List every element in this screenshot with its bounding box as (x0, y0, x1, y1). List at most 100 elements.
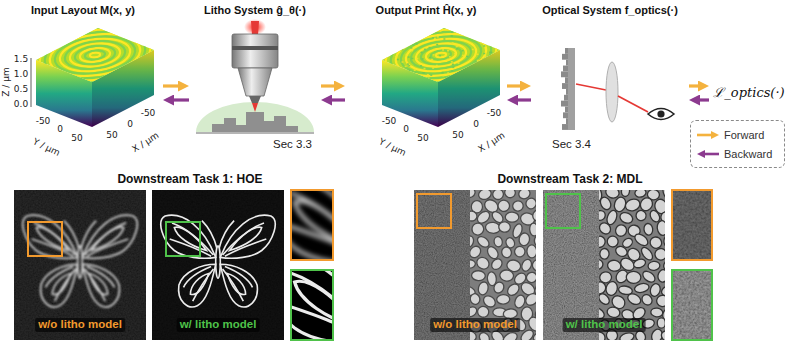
surface-plot-part-part (427, 31, 429, 33)
surface-plot-part-part (496, 31, 498, 33)
surface-plot-part-part (475, 62, 477, 64)
hoe-results-part (23, 215, 137, 307)
pebbles-part (656, 220, 665, 236)
surface-plot-part-part (449, 56, 451, 58)
surface-plot-part-part (489, 25, 491, 27)
surface-plot-part-part (398, 80, 400, 82)
surface-plot-part-part (464, 28, 466, 30)
axis-label: -50 (382, 117, 397, 127)
image-caption: w/ litho model (177, 318, 260, 332)
surface-plot-part-part (412, 44, 414, 46)
pebbles-part (525, 197, 536, 210)
stage-box: Litho System ĝ_θ(·)Sec 3.3 (190, 4, 320, 156)
stage-title: Litho System ĝ_θ(·) (204, 4, 306, 17)
surface-plot-part-part (494, 33, 496, 35)
surface-plot (362, 14, 520, 127)
axis-label: 0 (57, 125, 63, 135)
surface-plot-part-part-part (372, 20, 509, 91)
surface-plot-part-part (451, 70, 453, 72)
hoe-steps-part (561, 71, 568, 77)
litho-illustration-part (244, 19, 266, 35)
axis-label: 0.5 (14, 85, 28, 95)
pebbles-part (643, 223, 653, 236)
pebbles-part (503, 190, 517, 199)
surface-plot-part-part (483, 58, 485, 60)
surface-plot-part-part (423, 79, 425, 81)
surface-plot-part-part-part (32, 22, 158, 87)
surface-plot-part-part (497, 46, 499, 48)
pebbles-part (520, 258, 533, 273)
surface-plot-part-part (451, 43, 453, 45)
axis-label: X / μm (477, 131, 507, 155)
surface-plot-part-part (461, 72, 463, 74)
hoe-steps-part (562, 124, 568, 130)
surface-plot-part-part (465, 70, 467, 72)
surface-plot-part-part-part (53, 33, 137, 77)
mdl-results-part (417, 194, 451, 228)
pebbles-part (607, 259, 622, 272)
surface-plot-part-part (487, 25, 489, 27)
pebbles-part (498, 221, 511, 233)
legend-arrow-head (697, 150, 705, 158)
surface-plot-part-part (407, 36, 409, 38)
hoe-steps-part (561, 101, 568, 107)
surface-plot-part-part (409, 37, 411, 39)
surface-plot-part-part (486, 27, 488, 29)
surface-plot-part-part (442, 49, 444, 51)
surface-plot-part-part (478, 70, 480, 72)
surface-plot-part-part (391, 35, 393, 37)
litho-illustration-part (232, 46, 278, 50)
mdl-results-part (672, 270, 712, 340)
surface-plot-part-part-part (383, 25, 499, 85)
stage-title: Output Print Ĥ(x, y) (376, 4, 477, 17)
axis-label: 0 (403, 125, 409, 135)
surface-plot-part-part (385, 43, 387, 45)
axis-label: 0 (473, 120, 479, 130)
pebbles-part (621, 190, 631, 197)
surface-plot-part-part-part (394, 31, 489, 80)
pebbles-part (527, 245, 536, 259)
surface-plot-part-part-part (409, 39, 472, 72)
surface-plot-part (382, 28, 500, 82)
litho-illustration-part (251, 21, 259, 35)
surface-plot-part-part (493, 32, 495, 34)
axis-label: 50 (71, 134, 82, 144)
pebbles-part (614, 223, 629, 238)
surface-plot-part-part (491, 68, 493, 70)
pebbles-part (632, 258, 646, 270)
surface-plot-part-part-part (21, 17, 169, 93)
surface-plot-part-part-part (367, 17, 515, 93)
surface-plot-part-part (460, 73, 462, 75)
pebbles-part (640, 293, 654, 307)
surface-plot-part-part-part (378, 22, 504, 87)
hoe-results-part (152, 190, 284, 340)
surface-plot-part-part (402, 61, 404, 63)
surface-plot-part-part (408, 70, 410, 72)
surface-plot-part-part (476, 54, 478, 56)
optics-illustration-part (648, 109, 674, 120)
pebbles-part (513, 245, 527, 259)
legend-arrow-line (697, 134, 711, 137)
axis-label: -50 (36, 117, 51, 127)
surface-plot-part-part (413, 34, 415, 36)
optics-illustration-part (568, 48, 575, 130)
stage-title: Input Layout M(x, y) (31, 4, 135, 17)
surface-plot-part-part (461, 30, 463, 32)
surface-plot-part-part (407, 63, 409, 65)
surface-plot-part-part (394, 33, 396, 35)
optics-illustration-part (576, 84, 606, 90)
surface-plot-part-part (416, 84, 418, 86)
hoe-steps-part (564, 95, 568, 101)
loss-label: ℒ_optics(·) (713, 85, 784, 101)
surface-plot-part-part (408, 56, 410, 58)
surface-plot-part-part (462, 80, 464, 82)
surface-plot-part-part (458, 62, 460, 64)
surface-plot-part-part (410, 78, 412, 80)
pebbles-part (641, 269, 657, 284)
result-image: w/ litho model (152, 190, 284, 340)
pebbles-part (470, 293, 481, 306)
pebbles-part (476, 304, 491, 319)
axis-label: 1.5 (14, 55, 28, 65)
hoe-results-part-part-part (291, 190, 333, 260)
surface-plot-part-part-part (16, 14, 174, 96)
